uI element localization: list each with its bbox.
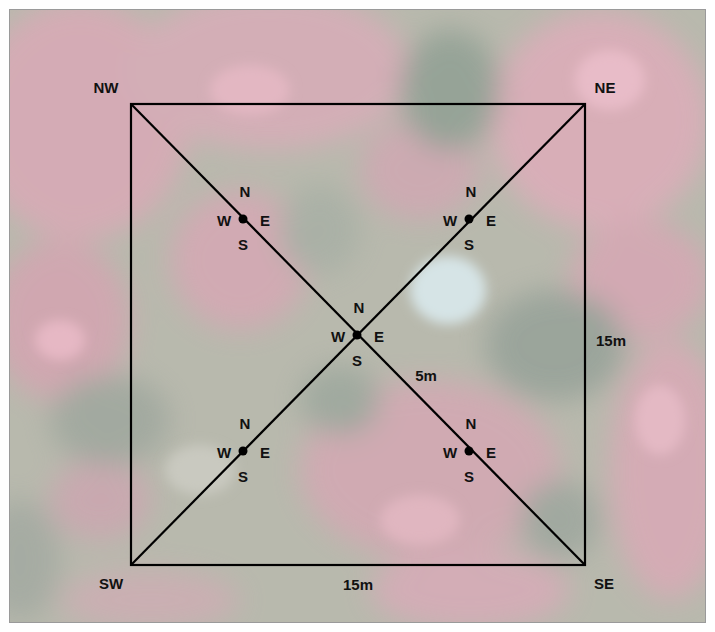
direction-label: W <box>217 445 231 460</box>
plot-outline <box>131 104 585 565</box>
direction-label: S <box>352 353 362 368</box>
corner-label: NE <box>595 80 616 95</box>
direction-label: E <box>260 445 270 460</box>
direction-label: N <box>240 184 251 199</box>
sample-point <box>465 447 474 456</box>
direction-label: W <box>217 213 231 228</box>
direction-label: S <box>238 469 248 484</box>
corner-label: NW <box>94 80 119 95</box>
direction-label: W <box>443 445 457 460</box>
sample-points <box>239 215 474 456</box>
sample-point <box>465 215 474 224</box>
direction-label: S <box>464 237 474 252</box>
direction-label: E <box>260 213 270 228</box>
direction-label: N <box>466 184 477 199</box>
direction-label: E <box>486 213 496 228</box>
vegetation <box>9 9 706 623</box>
direction-label: N <box>466 416 477 431</box>
sample-point <box>239 215 248 224</box>
direction-label: S <box>238 237 248 252</box>
corner-label: SE <box>594 576 614 591</box>
direction-label: N <box>240 416 251 431</box>
sample-point <box>239 447 248 456</box>
direction-label: W <box>443 213 457 228</box>
dimension-label: 5m <box>415 368 437 383</box>
direction-label: N <box>354 300 365 315</box>
direction-label: S <box>464 469 474 484</box>
diagonal-line <box>131 104 585 565</box>
direction-label: E <box>486 445 496 460</box>
dimension-label: 15m <box>596 333 626 348</box>
corner-label: SW <box>99 576 123 591</box>
plot-square <box>131 104 585 565</box>
sample-point <box>353 331 362 340</box>
direction-label: E <box>374 329 384 344</box>
image-frame <box>10 10 706 623</box>
dimension-label: 15m <box>343 577 373 592</box>
direction-label: W <box>331 329 345 344</box>
diagonal-line <box>131 104 585 565</box>
